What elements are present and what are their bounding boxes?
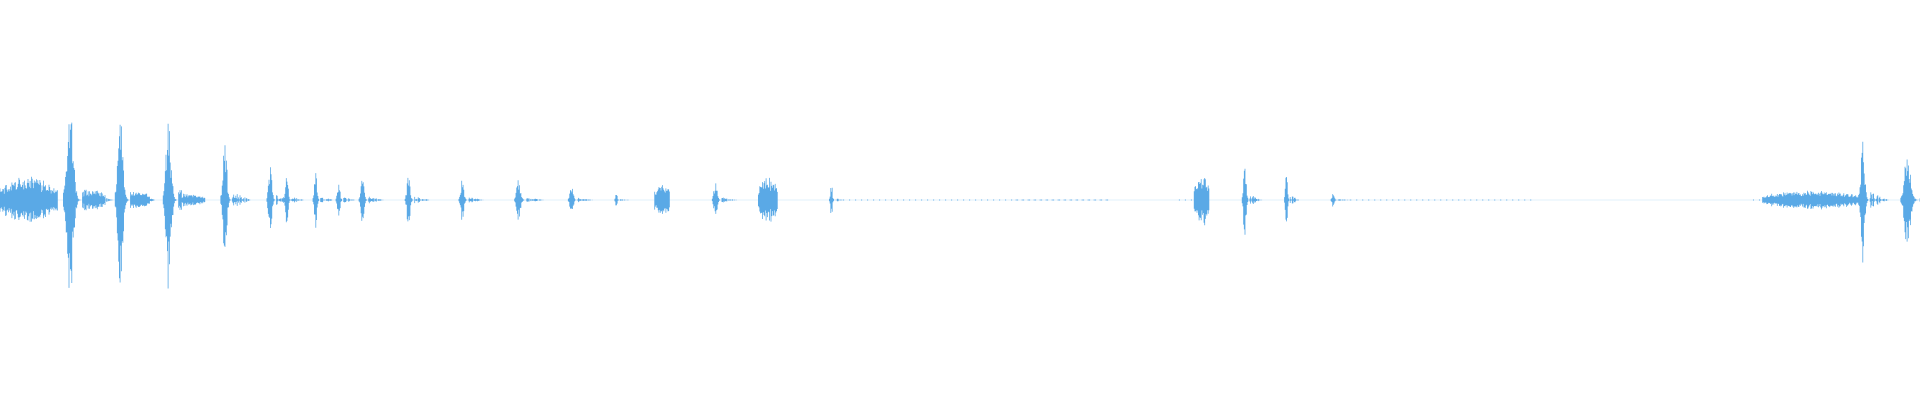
waveform-burst	[458, 180, 484, 220]
waveform-burst	[567, 188, 593, 209]
waveform-burst-path	[283, 178, 304, 223]
waveform-burst	[358, 180, 384, 221]
waveform-burst-path	[162, 123, 203, 289]
waveform-burst	[514, 180, 544, 220]
waveform-burst-path	[514, 180, 544, 220]
waveform-burst-path	[0, 176, 58, 222]
waveform-burst	[283, 178, 304, 223]
waveform-burst-path	[567, 188, 593, 209]
waveform-burst-path	[335, 184, 355, 216]
waveform-burst-path	[130, 192, 150, 208]
waveform-burst-path	[1241, 168, 1263, 235]
waveform-burst	[335, 184, 355, 216]
waveform-burst	[614, 195, 629, 206]
waveform-burst	[182, 194, 206, 206]
waveform-burst	[130, 192, 150, 208]
waveform-burst-path	[220, 145, 251, 247]
waveform-burst-path	[1284, 177, 1299, 222]
waveform-burst-path	[654, 185, 670, 214]
waveform-burst	[1762, 190, 1859, 210]
waveform-burst-path	[1762, 190, 1859, 210]
waveform-burst	[829, 187, 844, 213]
waveform-burst-path	[182, 194, 206, 206]
waveform-burst	[404, 177, 430, 222]
waveform-burst-path	[312, 173, 333, 228]
waveform-burst-path	[404, 177, 430, 222]
waveform-burst	[220, 145, 251, 247]
waveform-burst-path	[358, 180, 384, 221]
waveform-burst	[312, 173, 333, 228]
waveform-burst-path	[1858, 141, 1889, 263]
waveform-burst-path	[458, 180, 484, 220]
waveform-burst	[654, 185, 670, 214]
waveform-burst-path	[82, 190, 106, 210]
waveform-burst-path	[614, 195, 629, 206]
waveform-burst-path	[758, 177, 778, 222]
waveform-burst-path	[829, 187, 844, 213]
waveform-burst	[1900, 159, 1920, 242]
waveform-burst	[82, 190, 106, 210]
waveform-burst-path	[1193, 178, 1210, 226]
waveform-burst	[1241, 168, 1263, 235]
waveform-burst	[711, 183, 737, 214]
waveform-burst	[0, 176, 58, 222]
waveform-burst	[758, 177, 778, 222]
waveform-burst	[1858, 141, 1889, 263]
waveform-burst	[1284, 177, 1299, 222]
waveform-burst-path	[1900, 159, 1920, 242]
waveform-burst	[162, 123, 203, 289]
waveform-burst-path	[711, 183, 737, 214]
waveform-burst	[1193, 178, 1210, 226]
